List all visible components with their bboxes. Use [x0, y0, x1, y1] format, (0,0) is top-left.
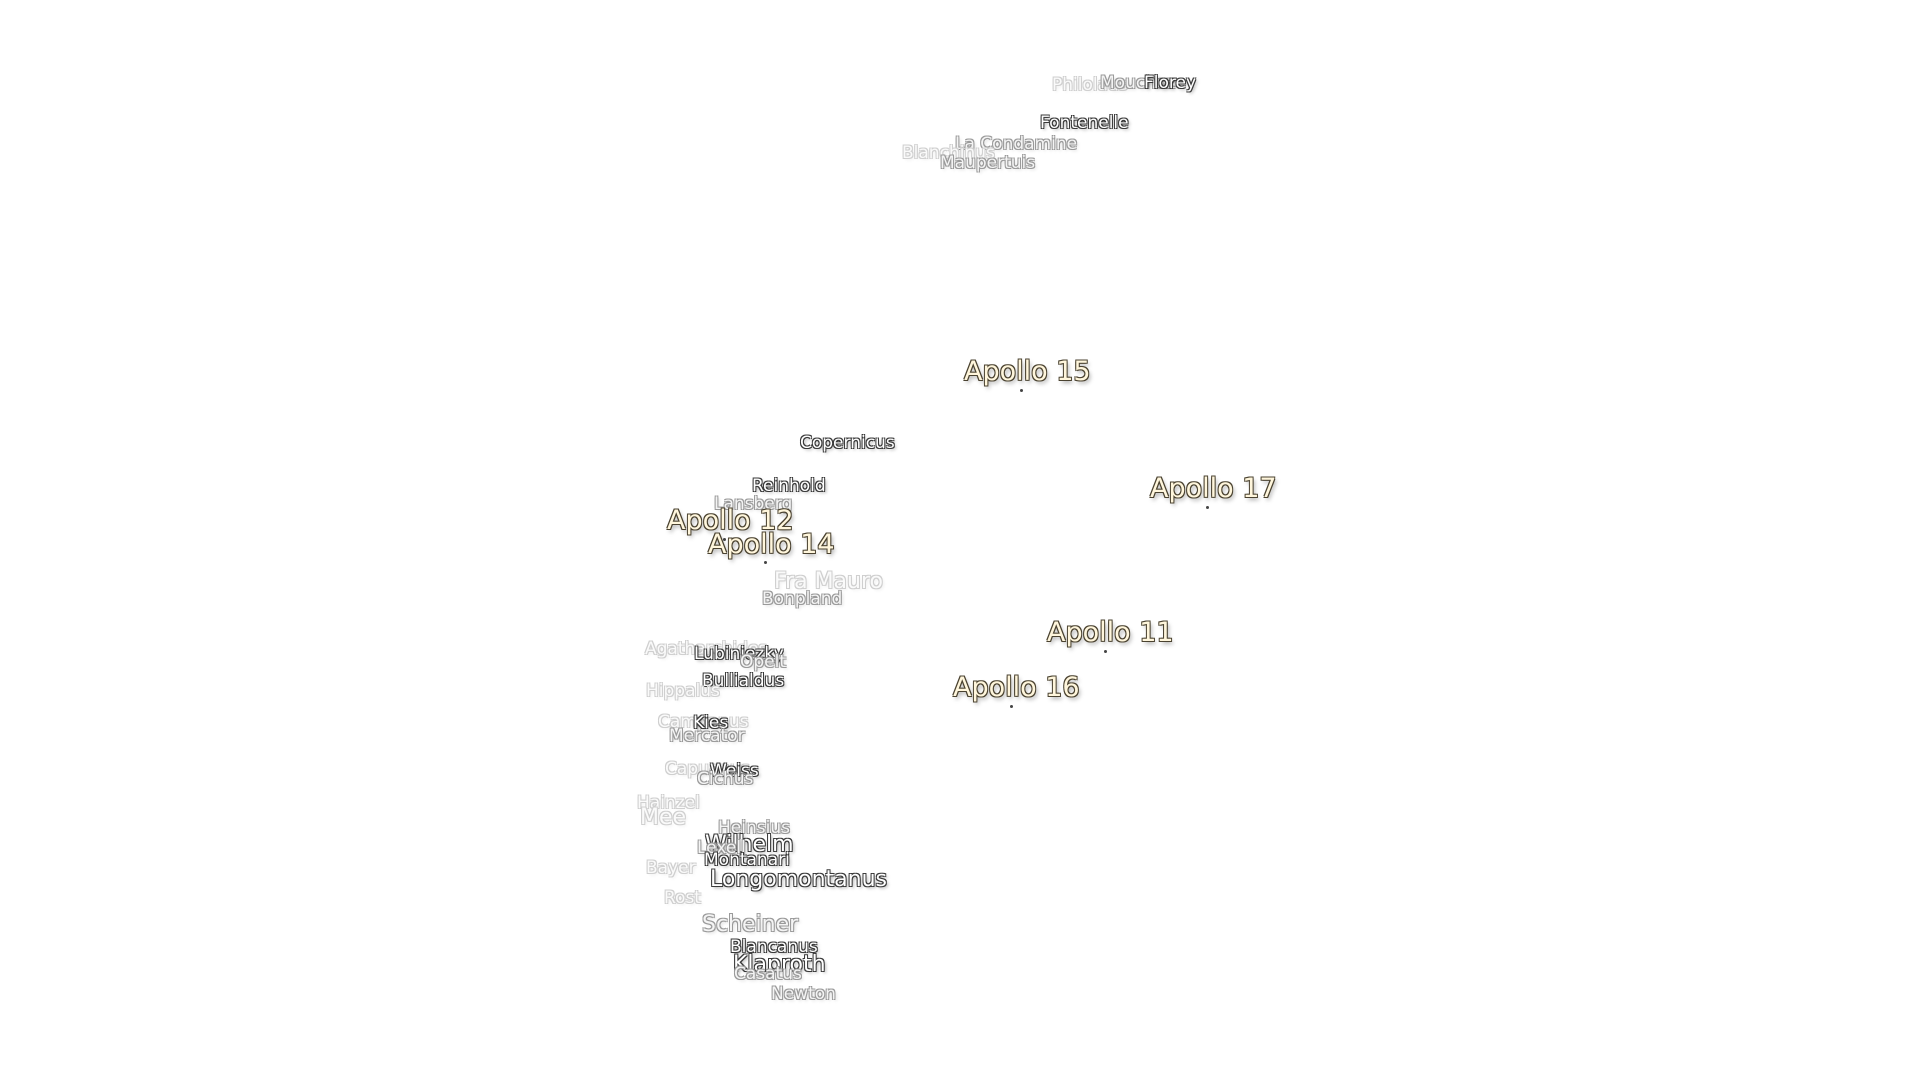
landing-site-marker-apollo-16[interactable] — [1010, 705, 1013, 708]
crater-label-scheiner[interactable]: Scheiner — [702, 912, 799, 937]
crater-label-la-condamine[interactable]: La Condamine — [955, 134, 1078, 154]
crater-label-mercator[interactable]: Mercator — [669, 726, 745, 746]
crater-label-reinhold[interactable]: Reinhold — [752, 476, 826, 496]
crater-label-mouchez[interactable]: Mouchez — [1100, 73, 1176, 93]
crater-label-lansberg[interactable]: Lansberg — [714, 494, 793, 514]
crater-label-fontenelle[interactable]: Fontenelle — [1040, 113, 1129, 133]
crater-label-casatus[interactable]: Casatus — [734, 964, 802, 984]
landing-site-label-apollo-11[interactable]: Apollo 11 — [1047, 617, 1174, 648]
landing-site-label-apollo-17[interactable]: Apollo 17 — [1150, 473, 1277, 504]
landing-site-label-apollo-14[interactable]: Apollo 14 — [708, 529, 835, 560]
crater-label-blanchinus[interactable]: Blanchinus — [902, 143, 995, 163]
crater-label-bayer[interactable]: Bayer — [646, 858, 696, 878]
crater-label-montanari[interactable]: Montanari — [704, 850, 790, 870]
crater-label-lexell[interactable]: Lexell — [697, 838, 746, 858]
landing-site-label-apollo-15[interactable]: Apollo 15 — [964, 356, 1091, 387]
crater-label-weiss[interactable]: Weiss — [710, 761, 759, 781]
crater-label-heinsius[interactable]: Heinsius — [718, 818, 790, 838]
crater-label-philolaus[interactable]: Philolaus — [1052, 75, 1128, 95]
landing-site-label-apollo-12[interactable]: Apollo 12 — [667, 505, 794, 536]
crater-label-longomontanus[interactable]: Longomontanus — [710, 867, 887, 892]
crater-label-cichus[interactable]: Cichus — [697, 769, 754, 789]
crater-label-campanus[interactable]: Campanus — [658, 712, 749, 732]
crater-label-hippalus[interactable]: Hippalus — [646, 681, 720, 701]
crater-label-copernicus[interactable]: Copernicus — [800, 433, 895, 453]
landing-site-marker-apollo-17[interactable] — [1206, 506, 1209, 509]
landing-site-marker-apollo-14[interactable] — [764, 561, 767, 564]
landing-site-marker-apollo-12[interactable] — [723, 538, 726, 541]
crater-label-maupertuis[interactable]: Maupertuis — [940, 153, 1036, 173]
crater-label-bullialdus[interactable]: Bullialdus — [702, 671, 785, 691]
crater-label-hainzel[interactable]: Hainzel — [637, 793, 700, 813]
crater-label-kies[interactable]: Kies — [693, 713, 729, 733]
crater-label-lubiniezky[interactable]: Lubiniezky — [694, 644, 784, 664]
crater-label-klaproth[interactable]: Klaproth — [733, 952, 826, 977]
landing-site-marker-apollo-15[interactable] — [1020, 389, 1023, 392]
crater-label-wilhelm[interactable]: Wilhelm — [705, 832, 794, 857]
crater-label-bonpland[interactable]: Bonpland — [762, 589, 843, 609]
crater-label-capuanus[interactable]: Capuanus — [665, 759, 750, 779]
crater-label-mee[interactable]: Mee — [640, 805, 687, 830]
crater-label-blancanus[interactable]: Blancanus — [730, 937, 818, 957]
crater-label-florey[interactable]: Florey — [1144, 73, 1197, 93]
crater-label-rost[interactable]: Rost — [664, 888, 701, 908]
crater-label-opelt[interactable]: Opelt — [740, 652, 787, 672]
crater-label-newton[interactable]: Newton — [771, 984, 836, 1004]
landing-site-label-apollo-16[interactable]: Apollo 16 — [953, 672, 1080, 703]
landing-site-marker-apollo-11[interactable] — [1104, 650, 1107, 653]
crater-label-agatharchides[interactable]: Agatharchides — [645, 639, 768, 659]
crater-label-fra-mauro[interactable]: Fra Mauro — [774, 569, 884, 594]
